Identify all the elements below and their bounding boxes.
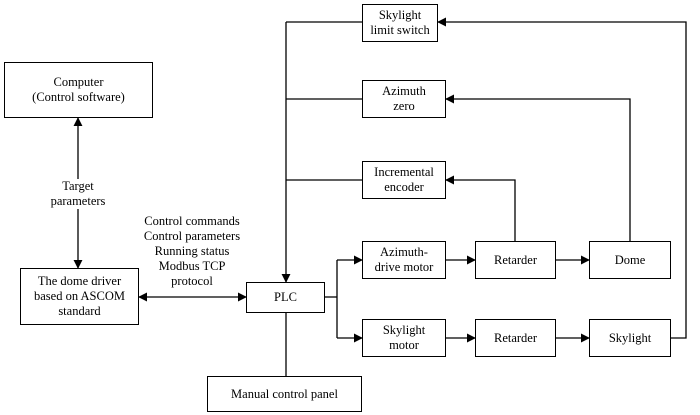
skylight-box: Skylight <box>589 319 671 357</box>
skylight-limit-switch-arrow <box>437 17 687 339</box>
retarder-azimuth-box: Retarder <box>475 241 556 279</box>
target-parameters-label: Target parameters <box>44 179 112 209</box>
azimuth-zero-box: Azimuth zero <box>362 80 446 118</box>
azimuth-drive-motor-box: Azimuth- drive motor <box>362 241 446 279</box>
communication-label: Control commands Control parameters Runn… <box>143 214 241 288</box>
dome-driver-box: The dome driver based on ASCOM standard <box>20 268 139 325</box>
skylight-limit-switch-box: Skylight limit switch <box>362 4 438 42</box>
retarder-skylight-box: Retarder <box>475 319 556 357</box>
dome-azimuth-zero-arrow <box>445 94 631 241</box>
computer-box: Computer (Control software) <box>4 62 153 118</box>
manual-control-panel-box: Manual control panel <box>207 376 362 412</box>
incremental-encoder-box: Incremental encoder <box>362 161 446 199</box>
dome-box: Dome <box>589 241 671 279</box>
retarder-encoder-arrow <box>445 175 516 241</box>
plc-box: PLC <box>246 282 325 313</box>
skylight-motor-box: Skylight motor <box>362 319 446 357</box>
